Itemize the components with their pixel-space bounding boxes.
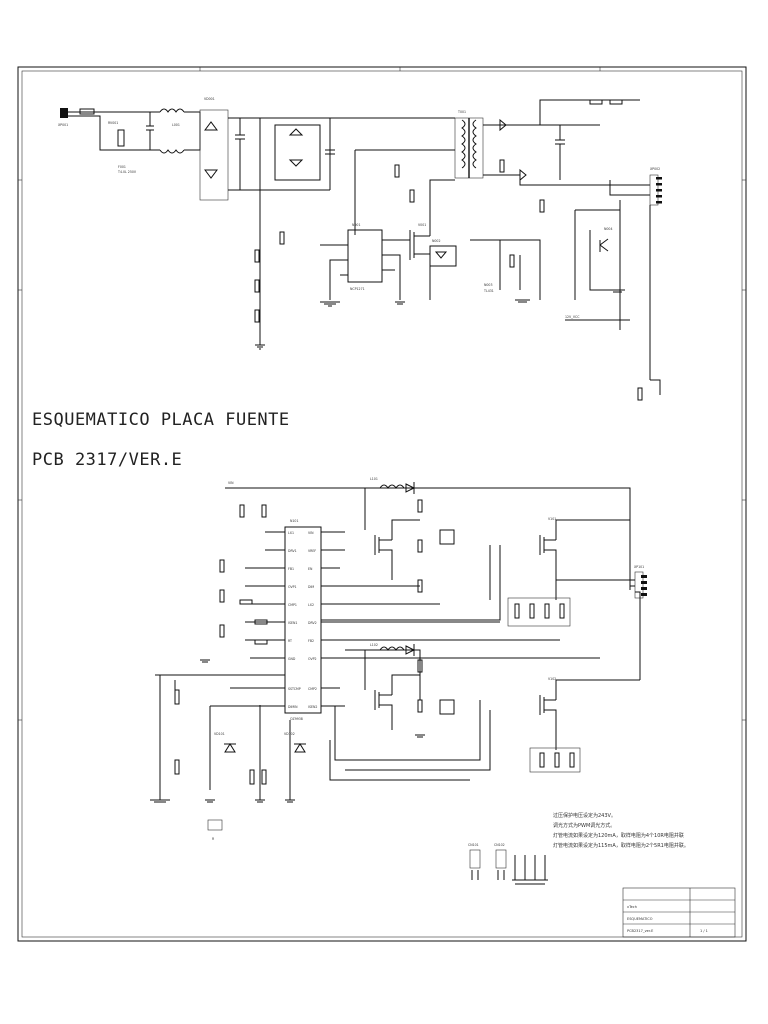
svg-text:VD101: VD101 <box>214 732 225 736</box>
title-block: xTech ESQUEMATICO PCB2317_ver.E 1 / 1 <box>622 887 736 938</box>
svg-text:VREF: VREF <box>308 549 316 553</box>
inverter-section: N101 OZ9938 LX1 DRV1 FB1 OVP1 CMP1 ISEN1… <box>150 477 647 885</box>
inverter-controller-label: N101 <box>290 519 298 523</box>
ic-pins-right: VIN VREF EN DIM LX2 DRV2 FB2 OVP2 CMP2 I… <box>308 531 317 709</box>
mosfet-a-label: V101 <box>548 517 556 521</box>
svg-text:LX2: LX2 <box>308 603 314 607</box>
svg-text:VD102: VD102 <box>284 732 295 736</box>
optocoupler <box>429 245 457 267</box>
svg-text:SSTCMP: SSTCMP <box>288 687 301 691</box>
mosfet-label: V001 <box>418 223 426 227</box>
transformer-label: T001 <box>457 110 466 114</box>
note-3: 灯管电流如果设定为120mA，取样电阻为4个10R电阻并联 <box>553 833 684 839</box>
bridge-label: VD001 <box>204 97 215 101</box>
svg-text:ISEN1: ISEN1 <box>288 621 297 625</box>
svg-text:EN: EN <box>308 567 313 571</box>
controller-ic <box>347 229 383 283</box>
svg-text:CMP1: CMP1 <box>288 603 297 607</box>
title-block-sheet: 1 / 1 <box>700 929 708 933</box>
inverter-output-label: XP101 <box>634 565 644 569</box>
svg-text:FB2: FB2 <box>308 639 314 643</box>
svg-text:LX1: LX1 <box>288 531 294 535</box>
bridge-outline <box>199 109 229 201</box>
controller-label: N001 <box>352 223 360 227</box>
controller-part: NCP1271 <box>350 287 365 291</box>
svg-text:CN101: CN101 <box>468 843 479 847</box>
inverter-controller-part: OZ9938 <box>290 717 303 721</box>
regulator-label: N004 <box>604 227 612 231</box>
inductor-b-label: L102 <box>370 643 378 647</box>
vin-label: VIN <box>228 481 234 485</box>
svg-text:GND: GND <box>288 657 296 661</box>
title-block-drawing: ESQUEMATICO <box>627 917 653 921</box>
svg-text:DRV1: DRV1 <box>288 549 297 553</box>
svg-text:R: R <box>212 837 215 841</box>
svg-text:DIMIN: DIMIN <box>288 705 298 709</box>
svg-text:CMP2: CMP2 <box>308 687 317 691</box>
svg-text:CN102: CN102 <box>494 843 505 847</box>
jumper-a: CN101 <box>468 843 481 880</box>
output-connector-label: XP002 <box>650 167 660 171</box>
svg-text:OVP2: OVP2 <box>308 657 317 661</box>
note-2: 调光方式为PWM调光方式。 <box>553 823 616 829</box>
outer-border <box>17 66 747 942</box>
filter-label: L001 <box>172 123 180 127</box>
note-1: 过压保护电压设定为243V。 <box>553 813 616 819</box>
title-block-code: PCB2317_ver.E <box>627 929 653 933</box>
vcc-label: 12V_VCC <box>565 315 580 319</box>
svg-text:OVP1: OVP1 <box>288 585 297 589</box>
zone-ticks <box>18 67 746 721</box>
schematic-title: ESQUEMATICO PLACA FUENTE <box>32 410 290 430</box>
fuse-label: F001 <box>118 165 126 169</box>
reference-label: N003 <box>484 283 492 287</box>
reference-part: TL431 <box>483 289 494 293</box>
fuse <box>79 108 95 115</box>
mosfet-b-label: V102 <box>548 677 556 681</box>
svg-text:RT: RT <box>288 639 292 643</box>
inverter-controller <box>284 526 322 714</box>
note-4: 灯管电流如果设定为115mA，取样电阻为2个5R1电阻并联。 <box>553 843 689 849</box>
ic-pins-left: LX1 DRV1 FB1 OVP1 CMP1 ISEN1 RT GND SSTC… <box>288 531 301 709</box>
varistor-label: RV001 <box>108 121 118 125</box>
svg-text:FB1: FB1 <box>288 567 294 571</box>
inner-border <box>21 70 743 938</box>
svg-text:VIN: VIN <box>308 531 314 535</box>
power-supply-section: XP001 F001 T4.0L 250V RV001 L001 VD001 <box>58 97 662 401</box>
input-connector-label: XP001 <box>58 123 68 127</box>
schematic-subtitle: PCB 2317/VER.E <box>32 450 183 470</box>
inverter-output-connector <box>634 571 644 599</box>
fuse-value: T4.0L 250V <box>117 170 137 174</box>
title-block-company: xTech <box>627 905 637 909</box>
varistor <box>117 129 125 147</box>
jumper-b: CN102 <box>494 843 507 880</box>
svg-text:DIM: DIM <box>308 585 314 589</box>
opto-label: N002 <box>432 239 440 243</box>
svg-text:DRV2: DRV2 <box>308 621 317 625</box>
inductor-a-label: L101 <box>370 477 378 481</box>
svg-text:ISEN2: ISEN2 <box>308 705 317 709</box>
input-connector <box>60 108 68 118</box>
